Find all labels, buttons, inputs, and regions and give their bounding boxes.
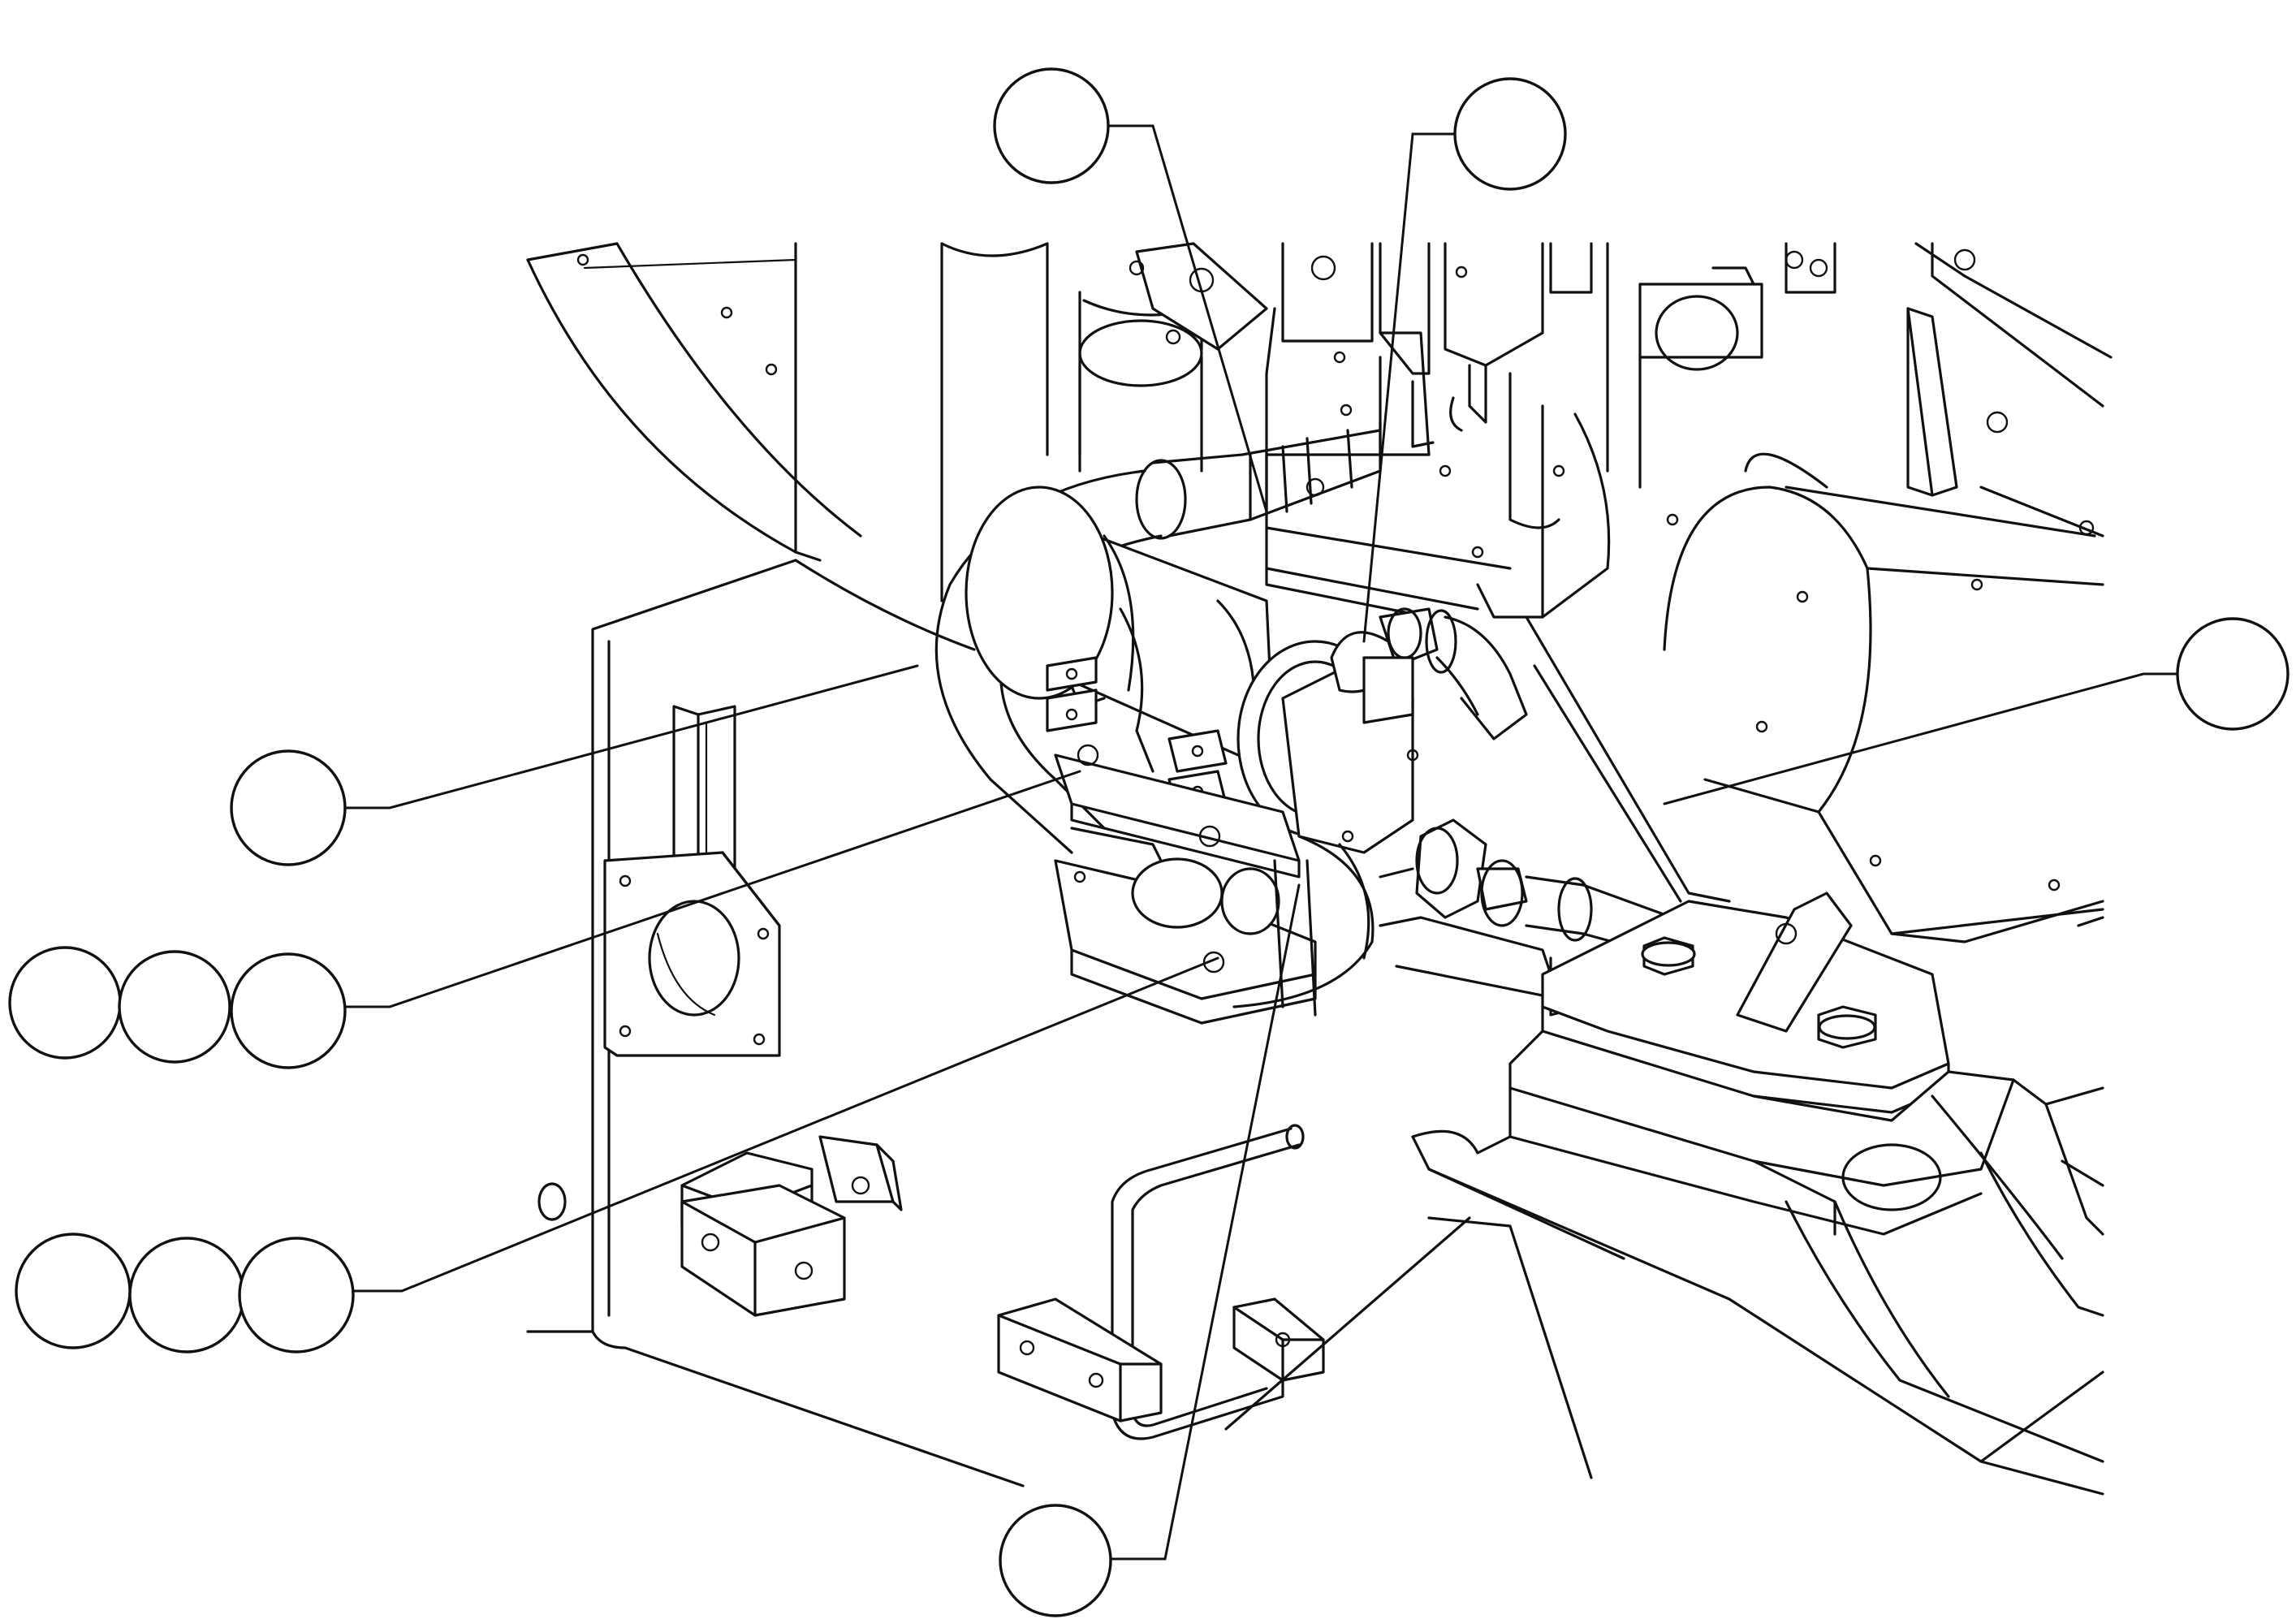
callout-bottom[interactable] bbox=[999, 1504, 1112, 1617]
callout-left-single[interactable] bbox=[230, 749, 347, 866]
leader-top-right bbox=[1362, 132, 1459, 643]
callout-right[interactable] bbox=[2176, 617, 2290, 731]
callout-top-left[interactable] bbox=[993, 67, 1110, 184]
small-parts bbox=[680, 1124, 1593, 1479]
callout-left-triple-a-2[interactable] bbox=[118, 950, 231, 1064]
callout-left-triple-b-1[interactable] bbox=[15, 1233, 132, 1349]
left-frame-panel bbox=[526, 242, 1025, 1487]
leader-top-left bbox=[1107, 124, 1268, 513]
callout-left-triple-a-3[interactable] bbox=[230, 952, 347, 1069]
leader-left-single bbox=[343, 664, 919, 810]
callout-left-triple-b-2[interactable] bbox=[128, 1237, 245, 1353]
upper-columns bbox=[794, 242, 2113, 619]
right-cylinder bbox=[1525, 452, 2104, 943]
hose-assembly bbox=[934, 421, 1382, 854]
callout-left-triple-a-1[interactable] bbox=[8, 946, 122, 1060]
callout-left-triple-b-3[interactable] bbox=[238, 1237, 355, 1353]
motor-cylinder bbox=[965, 486, 1528, 1025]
leader-bottom bbox=[1107, 883, 1301, 1561]
leader-lines bbox=[343, 124, 2182, 1561]
callout-bubbles bbox=[8, 67, 2290, 1617]
leader-right bbox=[1663, 672, 2182, 805]
callout-top-right[interactable] bbox=[1453, 77, 1567, 191]
leader-left-triple-a bbox=[343, 770, 1081, 1008]
lower-base bbox=[1411, 1030, 2104, 1496]
leader-left-triple-b bbox=[352, 956, 1219, 1293]
